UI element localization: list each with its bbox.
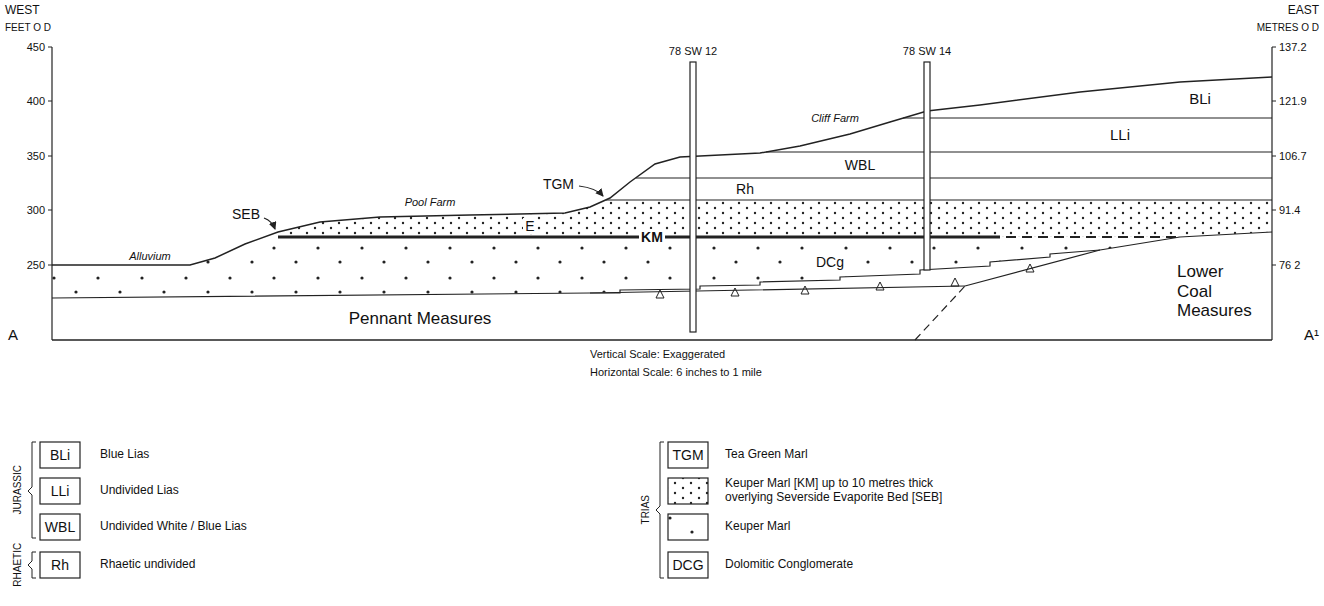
axis-value: 137.2 — [1279, 41, 1307, 54]
fault-line — [915, 286, 965, 340]
axis-value: 250 — [27, 259, 45, 272]
left-axis — [51, 47, 52, 340]
legend-text: Blue Lias — [100, 448, 149, 462]
coal-measures — [915, 232, 1272, 340]
legend-text: Tea Green Marl — [725, 448, 808, 462]
place-name: Cliff Farm — [811, 112, 859, 125]
legend-sample — [40, 442, 80, 468]
legend-code: TGM — [672, 447, 703, 463]
pennant-top — [52, 286, 965, 298]
pennant-measures — [52, 286, 965, 340]
legend-text: Rhaetic undivided — [100, 558, 195, 572]
formation-label: WBL — [843, 157, 877, 173]
rhaetic-base — [606, 199, 1272, 200]
formation-label: BLi — [1187, 90, 1213, 107]
map-letter: E — [523, 218, 536, 234]
white-blue-lias-top — [766, 151, 1272, 152]
axis-value: 450 — [27, 41, 45, 54]
formation-label: TGM — [541, 176, 576, 192]
borehole — [690, 62, 696, 332]
leader-arrow — [579, 186, 603, 196]
leader-arrow — [264, 218, 275, 229]
right-axis — [1271, 47, 1272, 340]
conglomerate-top — [590, 250, 1100, 293]
axis-value: 300 — [27, 204, 45, 217]
section-base — [52, 339, 1272, 341]
direction-label: WEST — [5, 4, 40, 18]
axis-value: 91.4 — [1279, 204, 1300, 217]
formation-label: SEB — [230, 206, 262, 222]
axis-title: METRES O D — [1257, 22, 1319, 34]
legend-sample — [668, 442, 708, 468]
legend-text: Undivided White / Blue Lias — [100, 520, 247, 534]
axis-value: 121.9 — [1279, 95, 1307, 108]
evaporite-bed-inferred — [1006, 236, 1180, 238]
legend-bracket — [28, 442, 36, 538]
section-end: A¹ — [1304, 326, 1319, 343]
scale-note: Horizontal Scale: 6 inches to 1 mile — [590, 366, 762, 379]
legend-text: Dolomitic Conglomerate — [725, 558, 853, 572]
legend-code: WBL — [45, 519, 75, 535]
legend-bracket — [656, 442, 664, 578]
scale-note: Vertical Scale: Exaggerated — [590, 348, 725, 361]
axis-title: FEET O D — [5, 22, 51, 34]
borehole-label: 78 SW 12 — [669, 45, 717, 58]
borehole — [924, 62, 930, 270]
formation-label: KM — [639, 229, 665, 245]
legend-code: Rh — [51, 557, 69, 573]
legend-bracket — [28, 552, 36, 578]
ground-surface — [52, 77, 1272, 265]
borehole-label: 78 SW 14 — [903, 45, 951, 58]
legend-sample — [668, 514, 708, 540]
formation-label: Pennant Measures — [347, 309, 494, 329]
formation-label: DCg — [814, 254, 846, 270]
rhaetic-top — [636, 177, 1272, 178]
axis-value: 350 — [27, 150, 45, 163]
legend-text: Keuper Marl — [725, 520, 790, 534]
axis-value: 400 — [27, 95, 45, 108]
axis-value: 106.7 — [1279, 150, 1307, 163]
legend-code: LLi — [51, 483, 70, 499]
axis-value: 76 2 — [1279, 259, 1300, 272]
axis-ticks — [48, 47, 1276, 265]
section-end: A — [8, 326, 18, 343]
formation-label: Rh — [734, 181, 756, 197]
formation-label: Lower Coal Measures — [1175, 262, 1261, 321]
formation-label: LLi — [1108, 126, 1132, 143]
legend-text: Keuper Marl [KM] up to 10 metres thick o… — [725, 477, 975, 505]
period-label: TRIAS — [640, 495, 652, 524]
place-name: Alluvium — [129, 250, 171, 263]
legend-sample — [40, 478, 80, 504]
legend-sample — [668, 478, 708, 504]
legend-text: Undivided Lias — [100, 484, 179, 498]
legend-code: BLi — [50, 447, 70, 463]
legend-code: DCG — [672, 557, 703, 573]
legend-sample — [40, 552, 80, 578]
place-name: Pool Farm — [405, 196, 456, 209]
period-label: RHAETIC — [12, 543, 24, 587]
direction-label: EAST — [1288, 4, 1319, 18]
legend-sample — [40, 514, 80, 540]
period-label: JURASSIC — [12, 465, 24, 514]
legend-sample — [668, 552, 708, 578]
lias-top — [903, 117, 1272, 118]
